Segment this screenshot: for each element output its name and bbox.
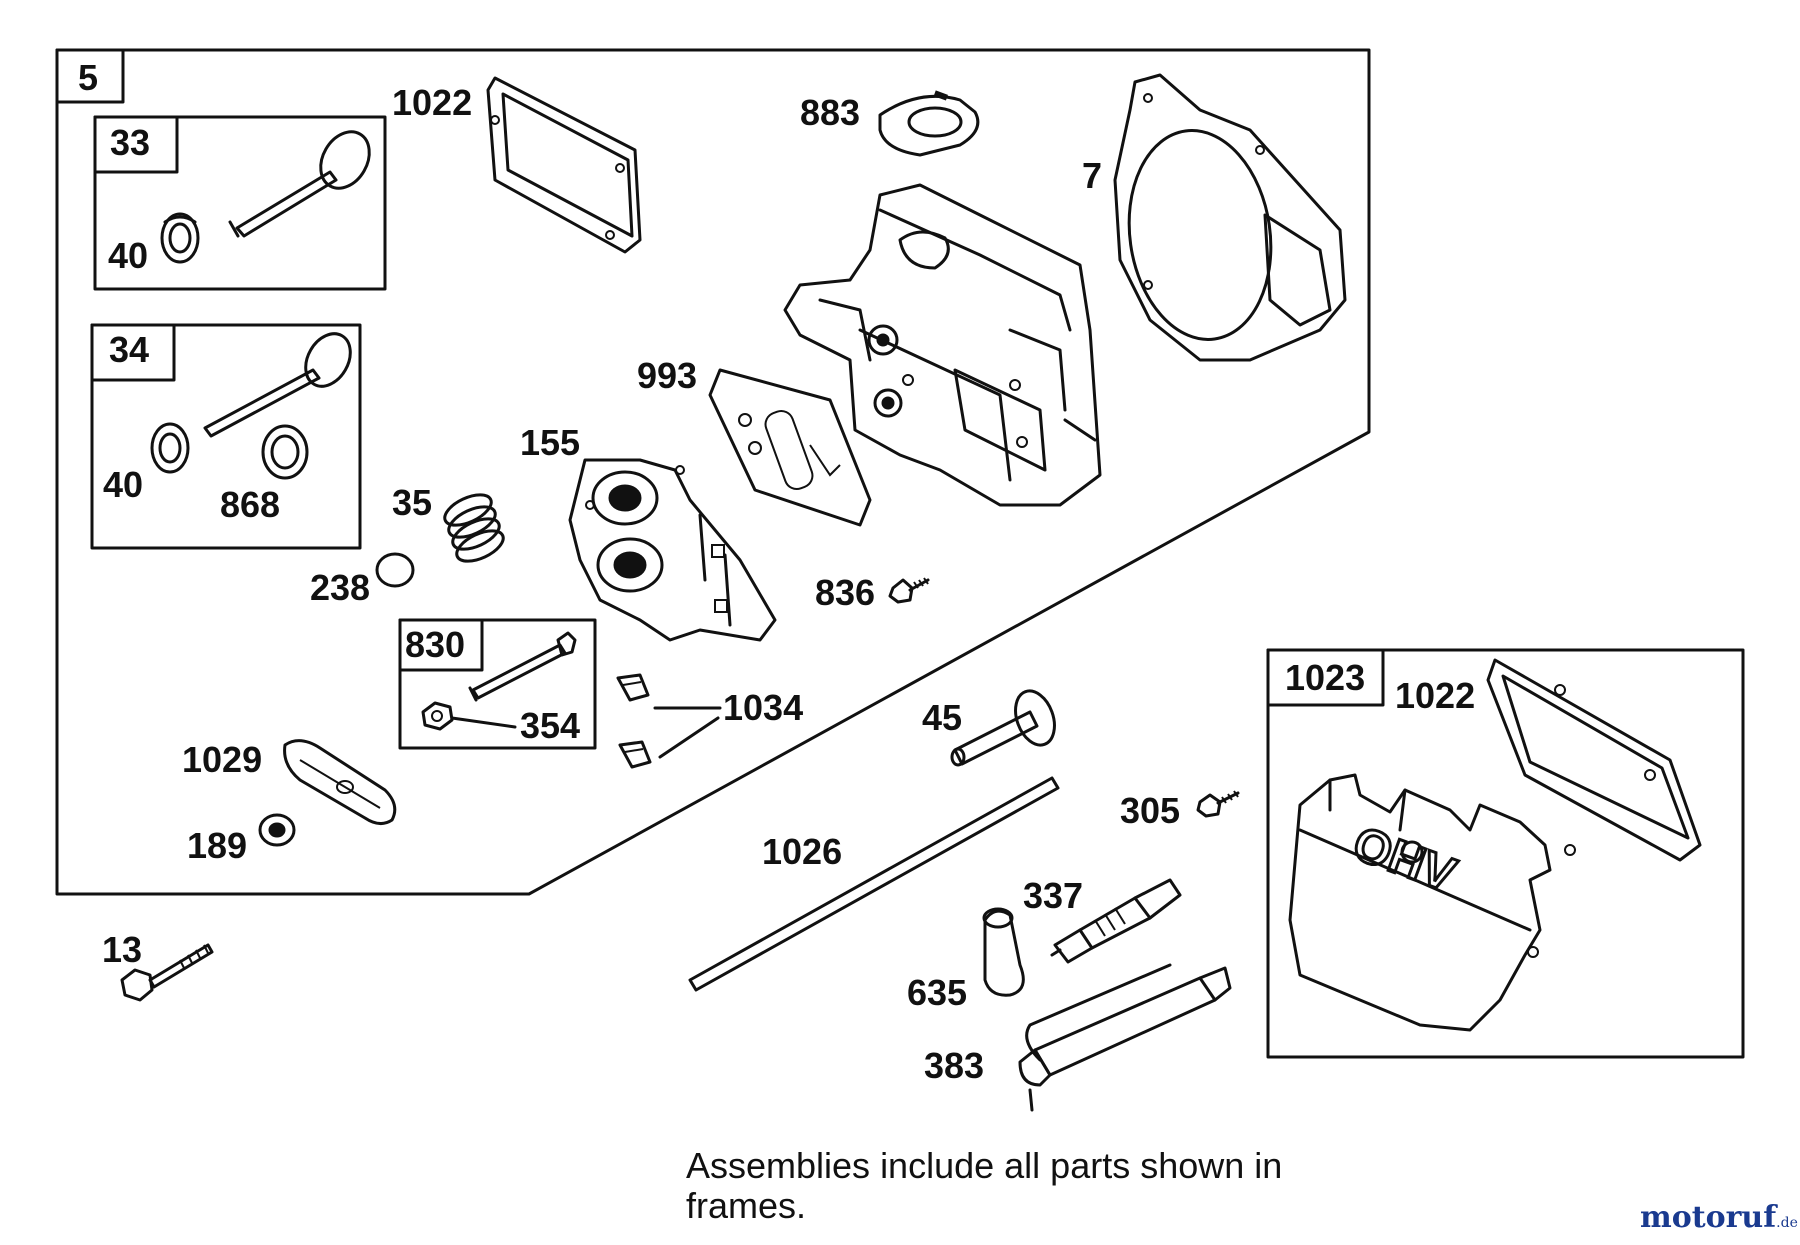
frame-5-label: 5 xyxy=(78,57,98,98)
rocker-stud-830-icon xyxy=(468,631,577,702)
cover-ohv-text: OHV xyxy=(1346,817,1462,902)
frame-34-outline xyxy=(90,323,362,550)
bolt-13-icon xyxy=(120,943,214,1002)
intake-gasket-883-icon xyxy=(878,90,980,157)
frame-1023-outline xyxy=(1266,648,1745,1059)
part-label-1026: 1026 xyxy=(762,831,842,872)
nut-189-icon xyxy=(258,813,296,847)
part-label-337: 337 xyxy=(1023,875,1083,916)
rocker-arm-1029-icon xyxy=(283,739,397,825)
clip-1034-b-icon xyxy=(618,740,652,769)
rocker-plate-155-icon xyxy=(568,458,777,642)
assemblies-note: Assemblies include all parts shown in fr… xyxy=(686,1145,1283,1226)
frame-33-outline xyxy=(93,115,387,291)
clip-1034-leader xyxy=(653,706,722,759)
part-label-836: 836 xyxy=(815,572,875,613)
spark-plug-337-icon xyxy=(1050,878,1182,964)
part-label-868: 868 xyxy=(220,484,280,525)
cover-gasket-1022-icon xyxy=(486,76,642,254)
intake-valve-icon xyxy=(228,130,371,238)
spark-boot-635-icon xyxy=(982,907,1025,997)
frame-830-tag xyxy=(398,618,484,672)
push-rod-1026-icon xyxy=(688,776,1060,992)
frame-1023-label: 1023 xyxy=(1285,657,1365,698)
part-label-1022-top: 1022 xyxy=(392,82,472,123)
frame-5-outline xyxy=(55,48,1371,896)
part-label-1022-cover: 1022 xyxy=(1395,675,1475,716)
part-label-13: 13 xyxy=(102,929,142,970)
frame-830-outline xyxy=(398,618,597,750)
head-gasket-7-icon xyxy=(1113,73,1347,362)
part-label-1034: 1034 xyxy=(723,687,803,728)
frame-830-label: 830 xyxy=(405,624,465,665)
valve-seal-868-icon xyxy=(261,424,309,480)
part-label-189: 189 xyxy=(187,825,247,866)
part-label-993: 993 xyxy=(637,355,697,396)
frame-1023-tag xyxy=(1266,648,1385,707)
exhaust-valve-icon xyxy=(203,332,352,438)
valve-guide-45-icon xyxy=(950,689,1056,767)
rocker-gasket-993-icon xyxy=(708,368,872,527)
part-label-238: 238 xyxy=(310,567,370,608)
part-label-883: 883 xyxy=(800,92,860,133)
cylinder-head-icon xyxy=(783,183,1102,507)
part-label-155: 155 xyxy=(520,422,580,463)
frame-34-tag xyxy=(90,323,176,382)
part-label-1029: 1029 xyxy=(182,739,262,780)
screw-836-icon xyxy=(888,577,930,604)
screw-305-icon xyxy=(1196,790,1240,818)
cover-gasket-1022-b-icon xyxy=(1486,658,1702,862)
keeper-40-b-icon xyxy=(150,422,190,474)
part-label-354: 354 xyxy=(520,705,580,746)
tool-383-icon xyxy=(1018,963,1232,1112)
part-label-40-b: 40 xyxy=(103,464,143,505)
frame-33-label: 33 xyxy=(110,122,150,163)
part-label-635: 635 xyxy=(907,972,967,1013)
valve-cover-icon: OHV xyxy=(1288,773,1552,1032)
keeper-40-icon xyxy=(160,212,200,264)
part-label-7: 7 xyxy=(1082,155,1102,196)
cap-238-icon xyxy=(375,552,415,588)
part-label-45: 45 xyxy=(922,697,962,738)
part-label-305: 305 xyxy=(1120,790,1180,831)
valve-spring-35-icon xyxy=(443,493,505,563)
part-label-40-a: 40 xyxy=(108,235,148,276)
watermark-logo: motoruf.de xyxy=(1640,1200,1798,1235)
frame-33-tag xyxy=(93,115,179,174)
part-label-35: 35 xyxy=(392,482,432,523)
frame-34-label: 34 xyxy=(109,329,149,370)
part-label-383: 383 xyxy=(924,1045,984,1086)
clip-1034-a-icon xyxy=(616,673,650,702)
frame-5-tag xyxy=(55,48,125,104)
nut-354-icon xyxy=(421,701,517,731)
